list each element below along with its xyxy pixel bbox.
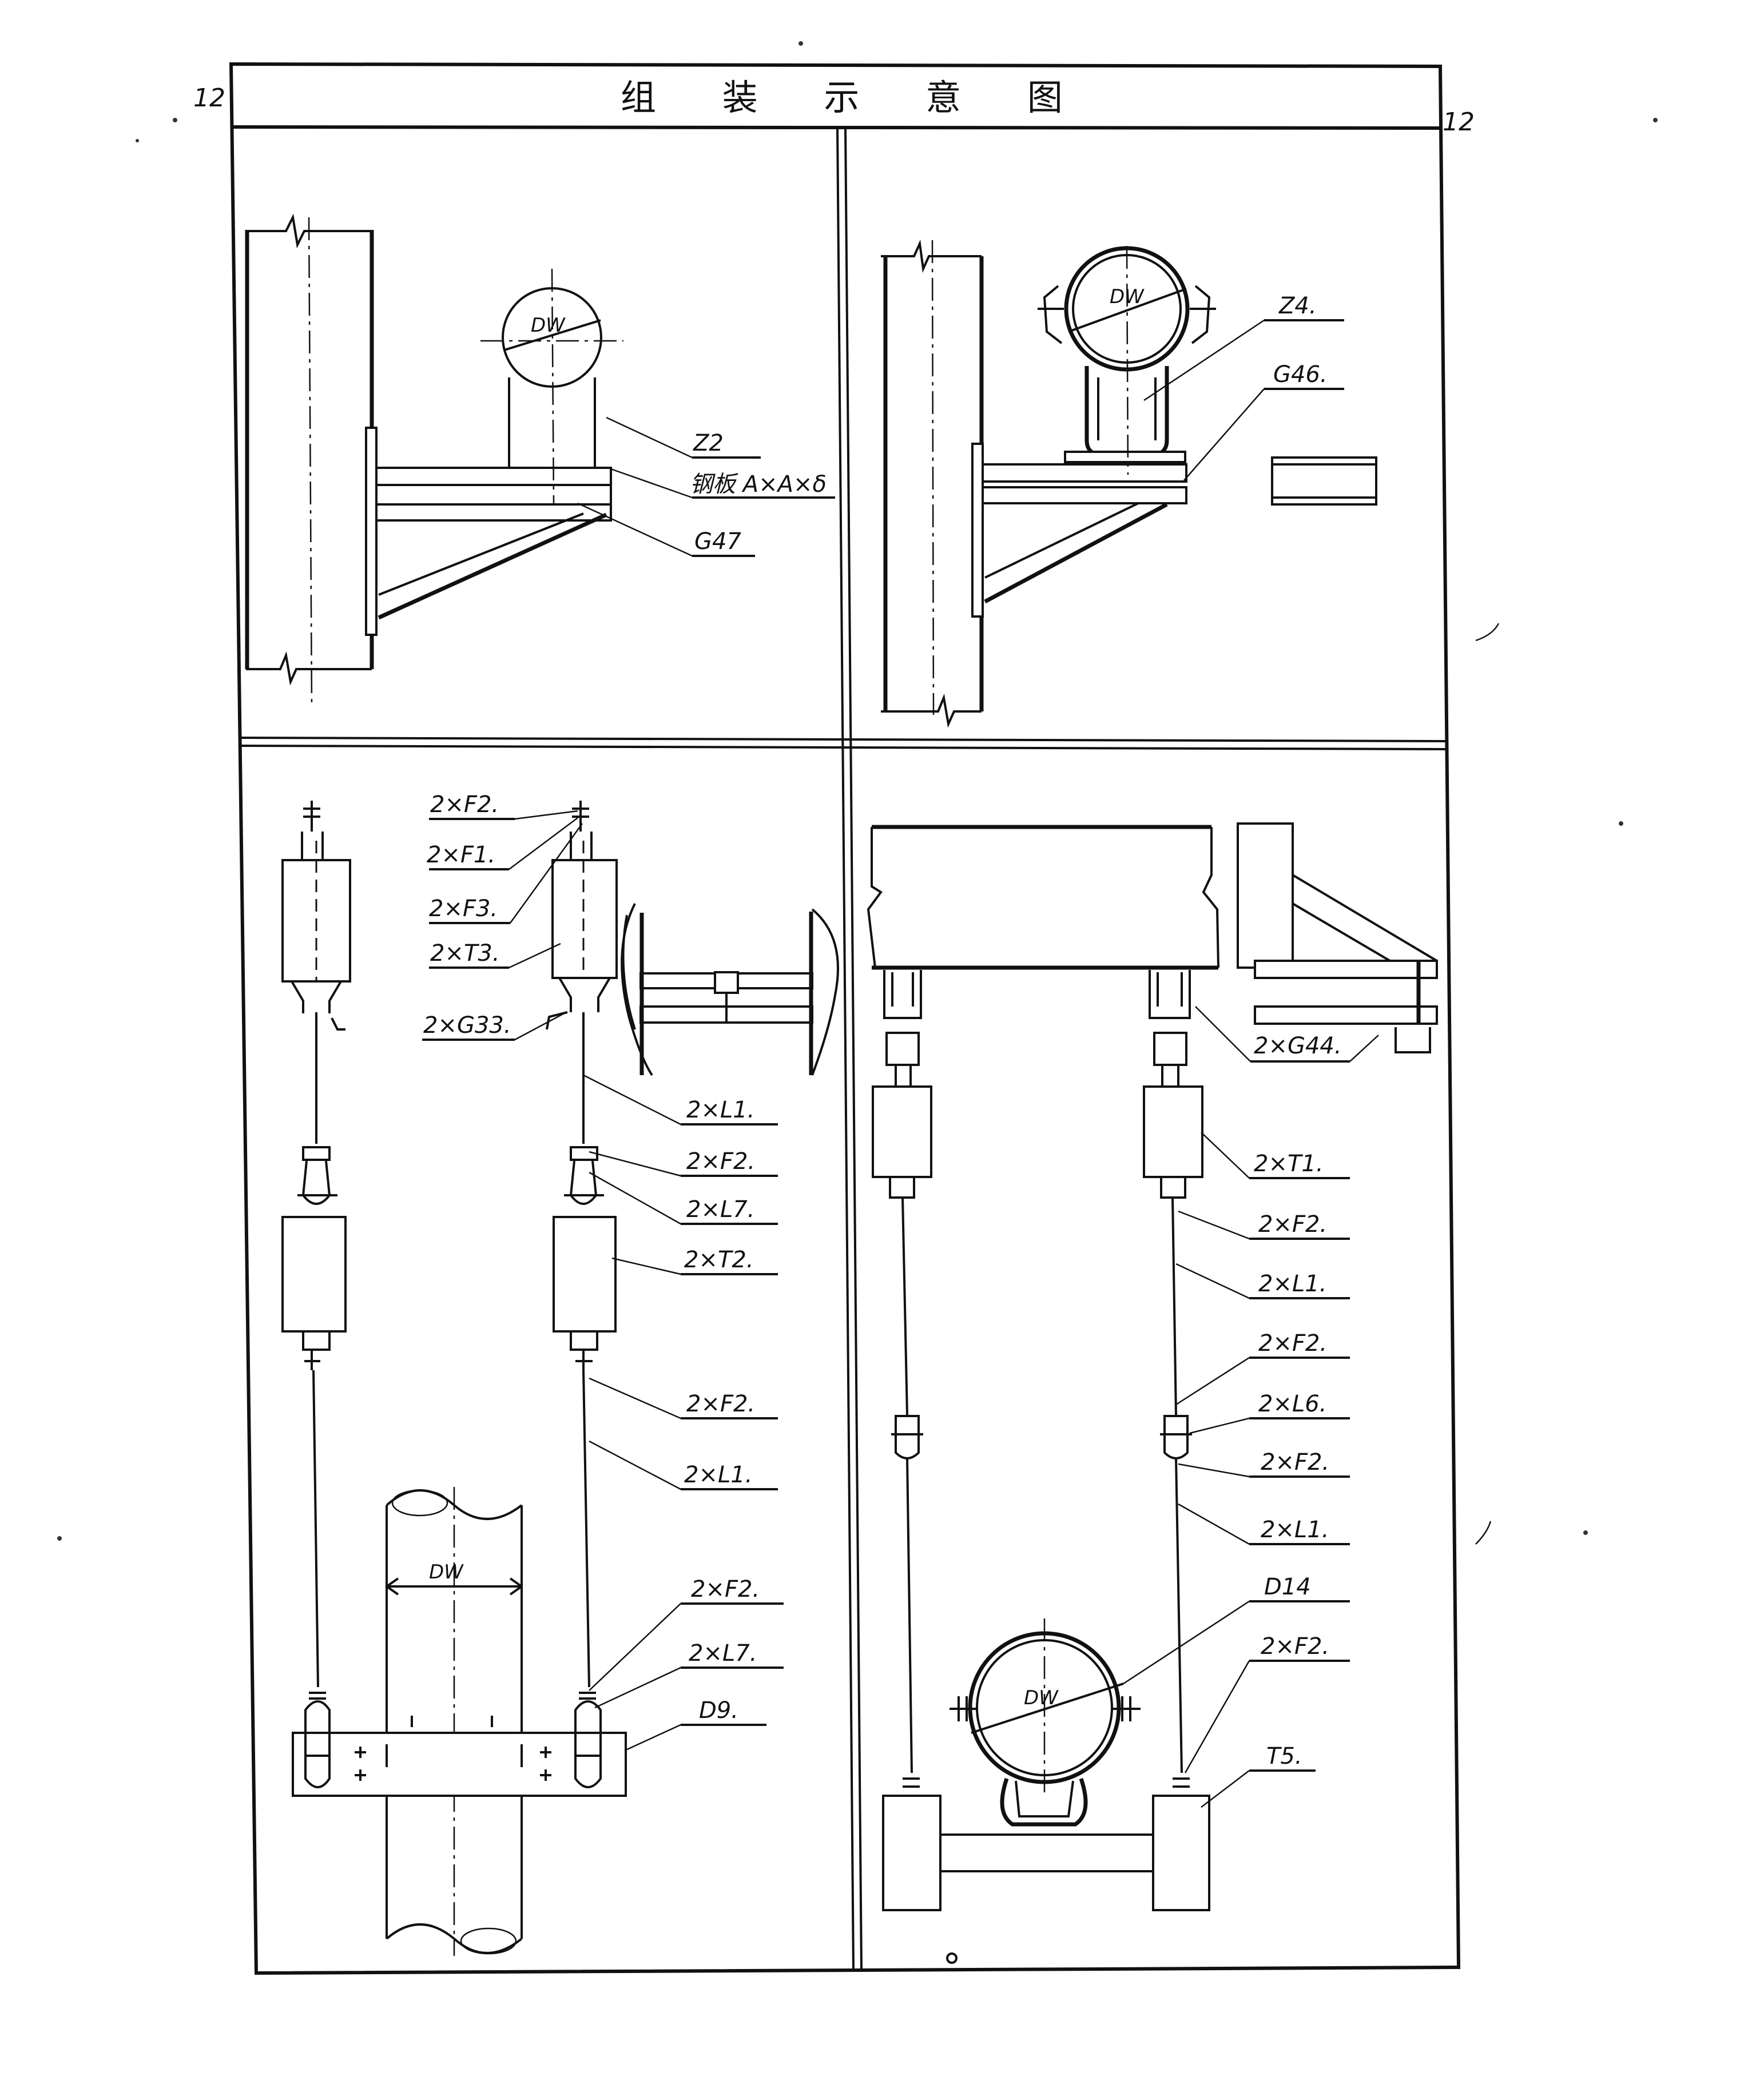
label-2xl1-a: 2×L1. bbox=[686, 1097, 754, 1123]
label-2xt1: 2×T1. bbox=[1254, 1151, 1324, 1177]
label-2xg44: 2×G44. bbox=[1254, 1033, 1342, 1059]
panel-bottom-left: DW 2×F2. 2×F1. 2×F3. 2×T3. 2×G33. bbox=[281, 792, 839, 1956]
label-g46: G46. bbox=[1273, 361, 1328, 388]
label-2xg33: 2×G33. bbox=[423, 1012, 511, 1039]
label-d9: D9. bbox=[699, 1697, 738, 1724]
label-2xt2: 2×T2. bbox=[684, 1247, 754, 1273]
page-number-left: 12 bbox=[193, 83, 225, 113]
label-z2: Z2 bbox=[693, 430, 724, 456]
label-2xf2-f: 2×F2. bbox=[1258, 1330, 1327, 1357]
pipe-dw-label: DW bbox=[1024, 1687, 1059, 1709]
label-2xf2-g: 2×F2. bbox=[1261, 1449, 1329, 1475]
label-2xl1-b: 2×L1. bbox=[684, 1462, 752, 1488]
page-number-right: 12 bbox=[1443, 108, 1475, 137]
label-steel-plate: 钢板 A×A×δ bbox=[690, 471, 827, 498]
label-2xf3: 2×F3. bbox=[429, 896, 498, 922]
label-2xf2-b: 2×F2. bbox=[686, 1148, 755, 1175]
label-2xl1-d: 2×L1. bbox=[1261, 1517, 1329, 1543]
drawing-frame bbox=[229, 62, 1461, 1975]
label-2xf2-d: 2×F2. bbox=[691, 1576, 760, 1602]
label-2xt3: 2×T3. bbox=[430, 940, 500, 967]
panel-top-left: DW Z2 钢板 A×A×δ G47 bbox=[245, 213, 835, 704]
label-d14: D14 bbox=[1264, 1574, 1311, 1600]
label-2xl7-b: 2×L7. bbox=[689, 1640, 757, 1667]
label-2xl7-a: 2×L7. bbox=[686, 1196, 754, 1223]
label-t5: T5. bbox=[1266, 1743, 1302, 1769]
page-title: 组 装 示 意 图 bbox=[621, 77, 1090, 118]
label-2xf2-h: 2×F2. bbox=[1261, 1633, 1329, 1660]
label-2xf1: 2×F1. bbox=[427, 842, 495, 868]
label-2xf2-a: 2×F2. bbox=[430, 792, 499, 818]
label-2xf2-e: 2×F2. bbox=[1258, 1211, 1327, 1238]
pipe-dw-label: DW bbox=[1110, 285, 1145, 308]
label-2xl6: 2×L6. bbox=[1258, 1391, 1326, 1417]
panel-top-right: DW Z4. G46. bbox=[881, 239, 1377, 728]
label-2xl1-c: 2×L1. bbox=[1258, 1271, 1326, 1297]
label-g47: G47 bbox=[694, 528, 741, 555]
pipe-dw-label: DW bbox=[531, 314, 566, 337]
scan-specks bbox=[57, 41, 1658, 1964]
label-2xf2-c: 2×F2. bbox=[686, 1391, 755, 1417]
pipe-dw-label: DW bbox=[429, 1561, 464, 1584]
panel-bottom-right: DW 2×G44. 2×T1. 2×F2. 2×L1. bbox=[867, 822, 1438, 1911]
label-z4: Z4. bbox=[1278, 293, 1317, 319]
